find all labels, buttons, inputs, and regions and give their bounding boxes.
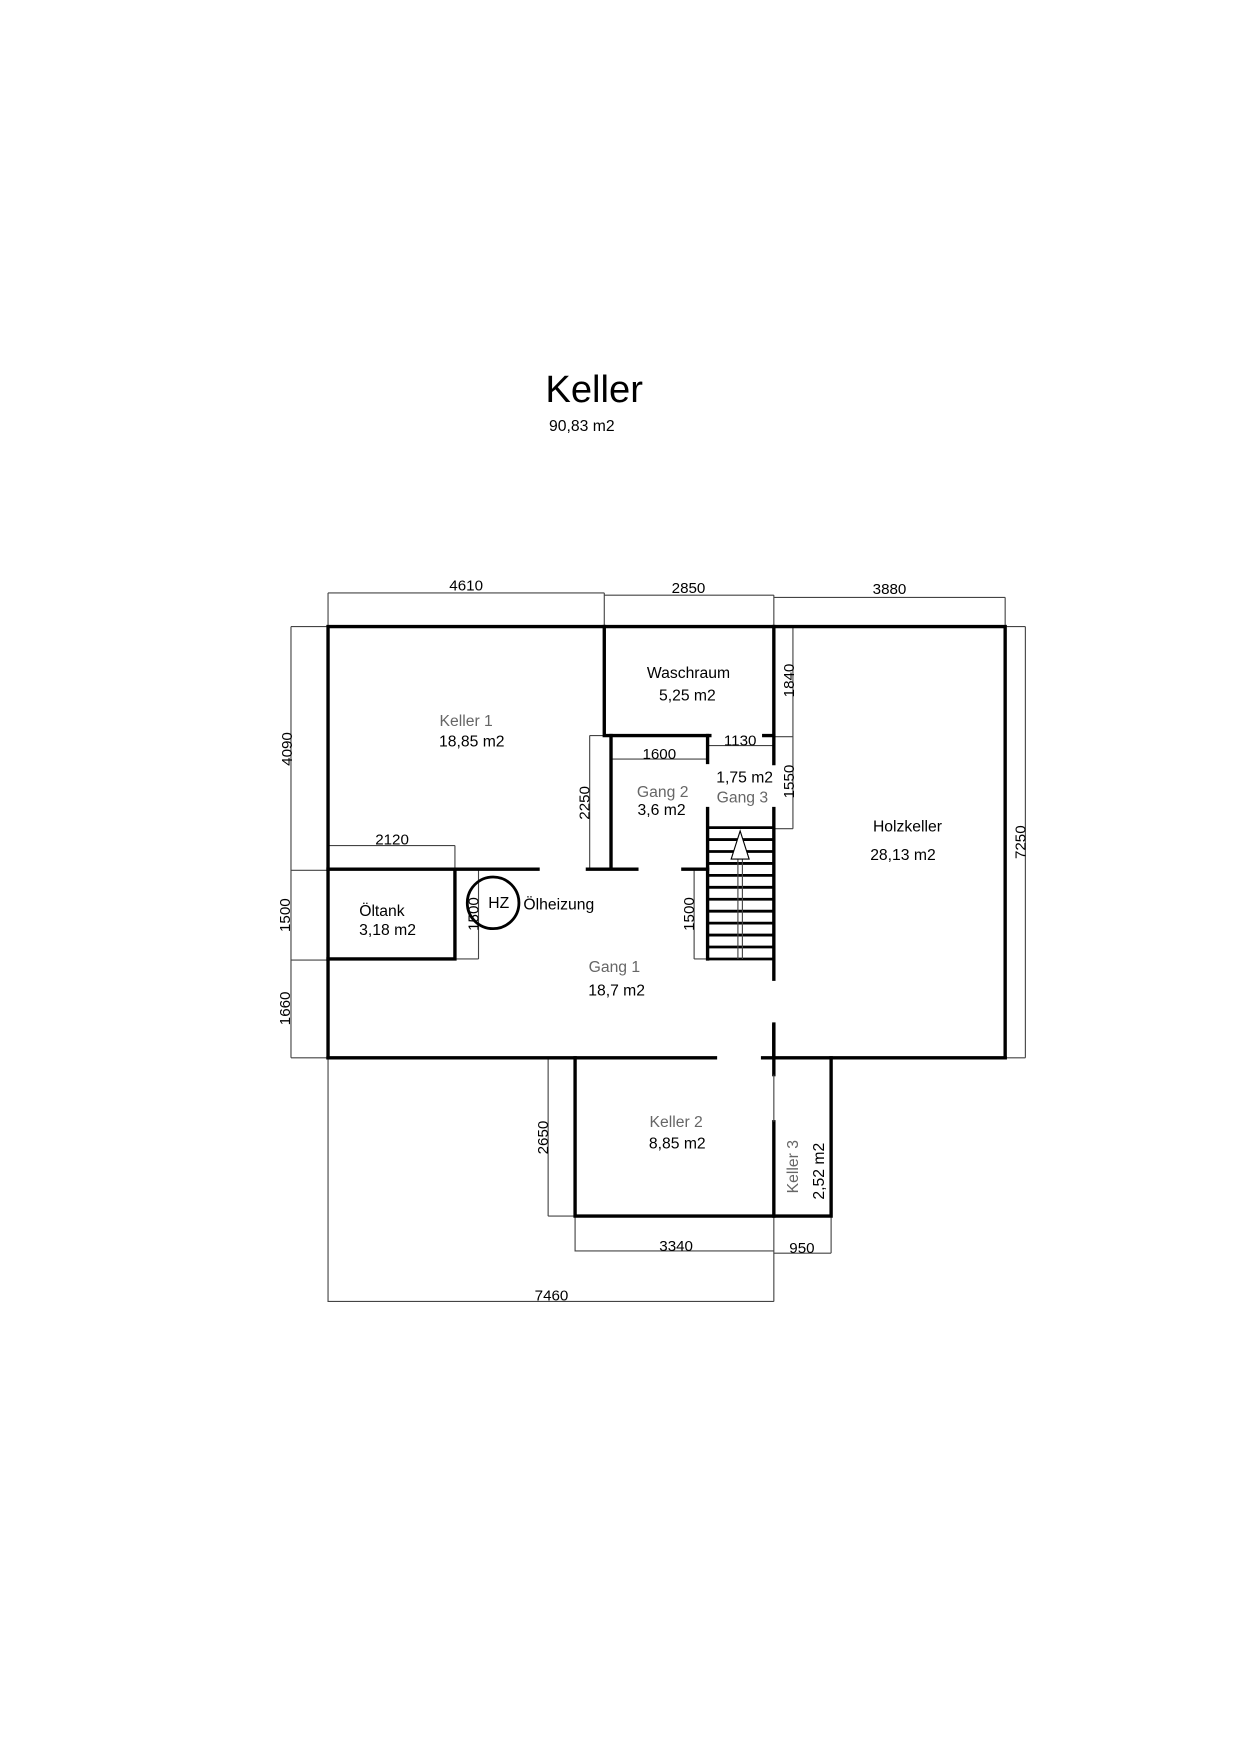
dim-label: 3880 <box>873 581 907 598</box>
heating-symbol: HZ <box>488 895 509 912</box>
room-gang1-area: 18,7 m2 <box>588 983 645 1000</box>
room-holzkeller-name: Holzkeller <box>873 819 942 836</box>
staircase <box>707 826 774 961</box>
dim-label: 1600 <box>642 746 676 763</box>
room-gang3-area: 1,75 m2 <box>716 769 773 786</box>
dim-label: 7250 <box>1012 825 1029 859</box>
room-keller3-name: Keller 3 <box>785 1140 802 1194</box>
room-keller1-name: Keller 1 <box>440 713 493 730</box>
dim-label: 4610 <box>449 578 483 595</box>
room-waschraum-name: Waschraum <box>647 665 730 682</box>
dim-label: 7460 <box>535 1287 569 1304</box>
dimension-lines <box>290 592 1026 1303</box>
total-area: 90,83 m2 <box>549 418 615 435</box>
dim-label: 950 <box>789 1240 814 1257</box>
dim-label: 1550 <box>781 765 798 799</box>
dim-label: 3340 <box>659 1238 693 1255</box>
dim-label: 2120 <box>375 831 409 848</box>
dim-label: 2850 <box>672 580 706 597</box>
room-holzkeller-area: 28,13 m2 <box>870 847 936 864</box>
dim-label: 1500 <box>466 897 483 931</box>
room-waschraum-area: 5,25 m2 <box>659 687 716 704</box>
stair-direction-arrow-icon <box>730 829 750 860</box>
walls <box>326 624 1007 1218</box>
room-oeltank-area: 3,18 m2 <box>359 922 416 939</box>
room-gang1-name: Gang 1 <box>589 959 641 976</box>
room-gang2-name: Gang 2 <box>637 784 689 801</box>
room-keller2-area: 8,85 m2 <box>649 1135 706 1152</box>
dim-label: 4090 <box>279 732 296 766</box>
room-keller3-area: 2,52 m2 <box>811 1143 828 1200</box>
dim-label: 1660 <box>277 992 294 1026</box>
heating-label: Ölheizung <box>523 896 594 914</box>
room-gang2-area: 3,6 m2 <box>638 802 686 819</box>
dim-label: 1500 <box>277 898 294 932</box>
dim-label: 2250 <box>577 786 594 820</box>
dim-label: 1500 <box>681 897 698 931</box>
room-keller1-area: 18,85 m2 <box>439 733 505 750</box>
plan-title: Keller <box>545 368 643 411</box>
dim-label: 1840 <box>781 664 798 698</box>
dim-label: 2650 <box>535 1121 552 1155</box>
dim-label: 1130 <box>724 733 757 750</box>
room-gang3-name: Gang 3 <box>717 790 769 807</box>
room-oeltank-name: Öltank <box>359 902 405 920</box>
heating-symbol-icon <box>465 875 521 931</box>
room-keller2-name: Keller 2 <box>649 1114 702 1131</box>
